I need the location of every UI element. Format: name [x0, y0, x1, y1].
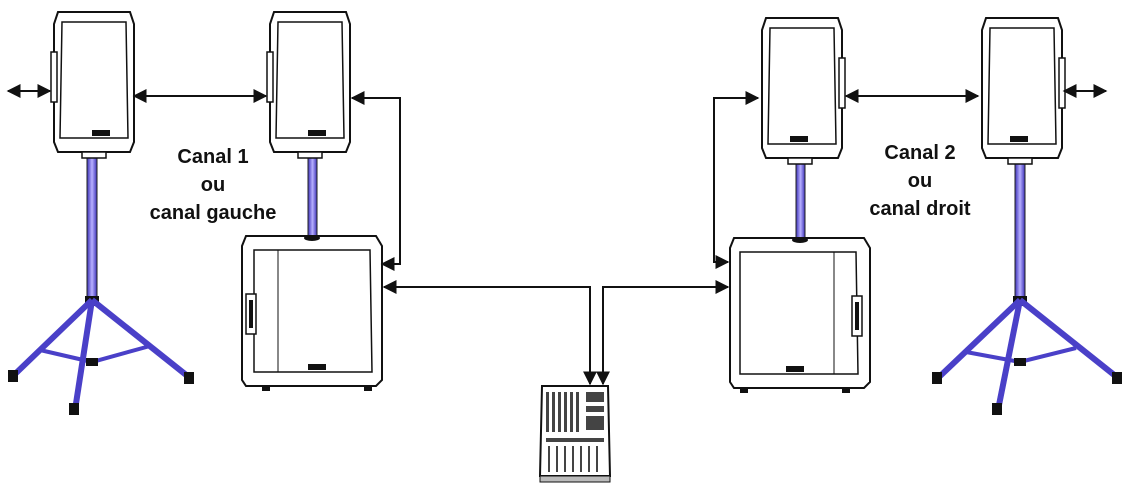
speaker-icon — [50, 11, 135, 159]
cable-arrow — [713, 91, 760, 269]
channel-right-line-2: ou — [907, 170, 933, 192]
cable-arrows — [6, 84, 1108, 386]
channel-left-line-3: canal gauche — [149, 202, 277, 224]
subwoofer-icon — [729, 237, 871, 393]
speaker-pole-right — [795, 157, 806, 241]
channel-left-line-2: ou — [200, 174, 226, 196]
tripod-stand-right — [932, 157, 1122, 415]
channel-right-line-3: canal droit — [869, 198, 971, 220]
channel-right-label: Canal 2 ou canal droit — [850, 139, 990, 223]
cable-arrow — [350, 91, 401, 271]
channel-right-line-1: Canal 2 — [884, 142, 956, 164]
speaker-icon — [761, 17, 846, 165]
mixer-icon — [538, 385, 612, 483]
cable-arrow — [382, 280, 597, 386]
subwoofer-icon — [241, 235, 383, 391]
speaker-icon — [266, 11, 351, 159]
channel-left-label: Canal 1 ou canal gauche — [128, 143, 298, 227]
tripod-stand-left — [8, 151, 194, 415]
channel-left-line-1: Canal 1 — [177, 146, 249, 168]
speaker-icon — [981, 17, 1066, 165]
speaker-pole-left — [307, 151, 318, 239]
cable-arrow — [596, 280, 730, 386]
